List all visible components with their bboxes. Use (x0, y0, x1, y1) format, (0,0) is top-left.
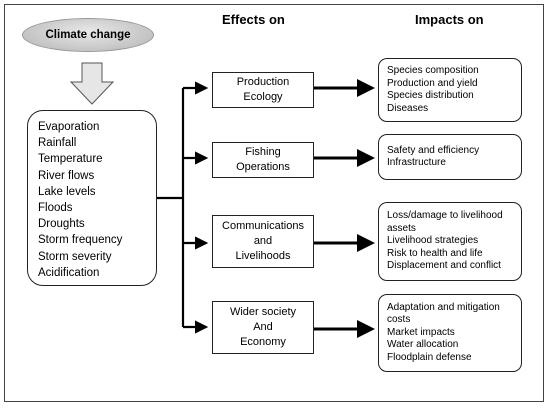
impact-item: Infrastructure (387, 157, 446, 168)
impacts-heading: Impacts on (415, 12, 484, 27)
effect-label-line: Operations (236, 161, 290, 173)
impact-item: Displacement and conflict (387, 260, 501, 272)
factor-item: Lake levels (38, 185, 96, 198)
effect-wider-society-economy: Wider society And Economy (212, 301, 314, 354)
effect-label-line: and (253, 235, 273, 247)
impact-item: Adaptation and mitigation (387, 301, 500, 313)
impact-item: costs (387, 314, 411, 326)
factor-item: Rainfall (38, 137, 77, 150)
impact-item: Production and yield (387, 77, 478, 89)
impact-item: Floodplain defense (387, 351, 472, 363)
impact-communications-livelihoods: Loss/damage to livelihood assets Livelih… (378, 202, 522, 281)
factor-item: River flows (38, 169, 95, 182)
down-arrow-icon (69, 62, 115, 105)
impact-item: Species composition (387, 65, 479, 76)
impact-production-ecology: Species composition Production and yield… (378, 58, 522, 122)
effect-label-line: Production (236, 76, 290, 88)
impact-item: Risk to health and life (387, 247, 483, 259)
effect-label-line: Communications (222, 220, 304, 232)
impact-fishing-operations: Safety and efficiency Infrastructure (378, 134, 522, 180)
effect-label-line: And (253, 321, 273, 333)
impact-item: Livelihood strategies (387, 235, 479, 247)
factor-item: Temperature (38, 153, 103, 166)
impact-wider-society-economy: Adaptation and mitigation costs Market i… (378, 294, 522, 372)
factor-item: Evaporation (38, 121, 100, 133)
factor-item: Storm frequency (38, 234, 123, 247)
impact-item: Safety and efficiency (387, 144, 480, 156)
impact-item: Market impacts (387, 326, 455, 338)
effect-communications-livelihoods: Communications and Livelihoods (212, 215, 314, 268)
impact-item: Water allocation (387, 339, 459, 351)
factor-item: Storm severity (38, 250, 112, 263)
factor-item: Acidification (38, 266, 100, 279)
effect-label-line: Economy (240, 336, 286, 348)
impact-item: Diseases (387, 102, 429, 114)
effects-heading: Effects on (222, 12, 285, 27)
effect-fishing-operations: Fishing Operations (212, 142, 314, 178)
factor-item: Floods (38, 202, 73, 215)
effect-production-ecology: Production Ecology (212, 72, 314, 108)
effect-label-line: Livelihoods (235, 250, 291, 262)
factor-item: Droughts (38, 218, 85, 231)
factors-box: Evaporation Rainfall Temperature River f… (27, 110, 157, 286)
effect-label-line: Fishing (245, 146, 281, 158)
effect-label-line: Ecology (243, 91, 283, 103)
effect-label-line: Wider society (229, 306, 297, 318)
climate-change-node: Climate change (22, 18, 154, 52)
impact-item: assets (387, 222, 416, 234)
impact-item: Species distribution (387, 90, 474, 101)
impact-item: Loss/damage to livelihood (387, 210, 503, 222)
diagram-frame (4, 4, 544, 402)
